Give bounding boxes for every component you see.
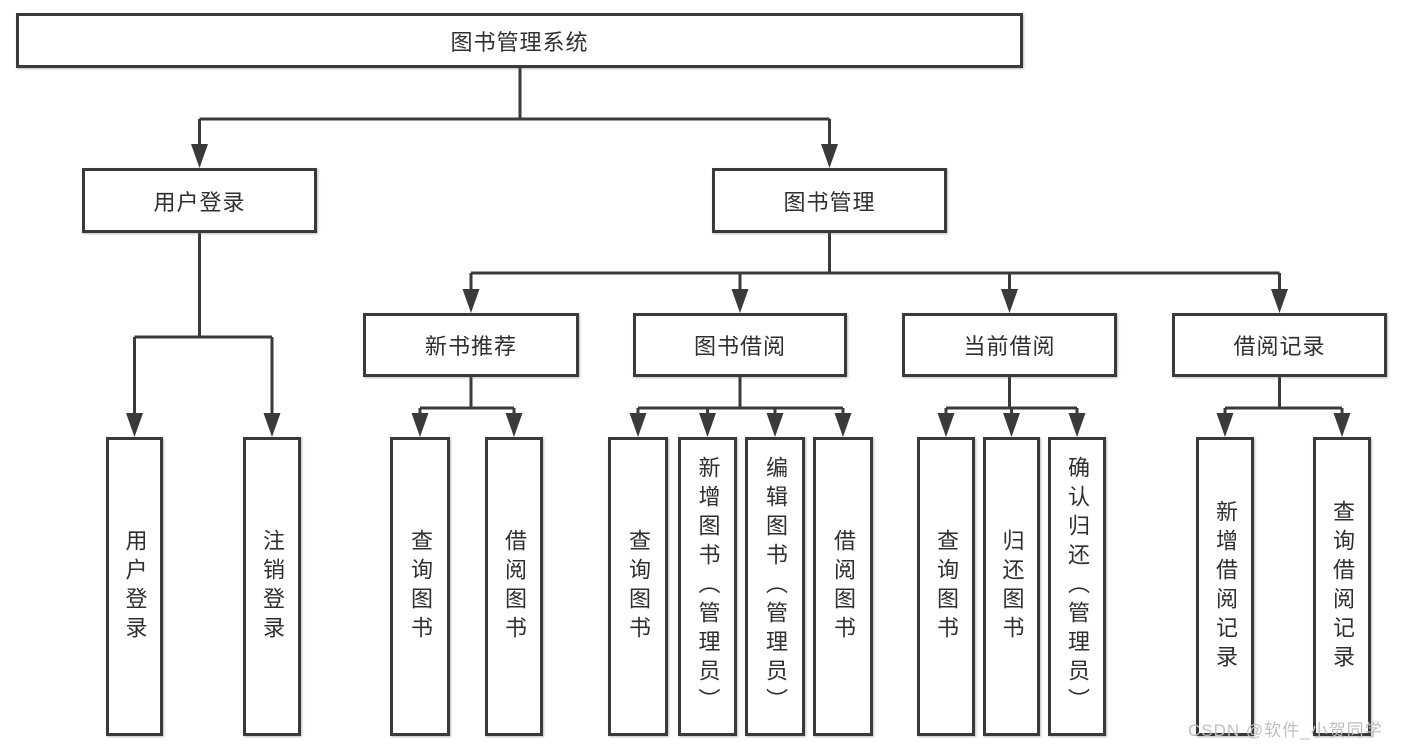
node-library-management-system: 图书管理系统	[16, 13, 1023, 68]
leaf-query-borrow-record: 查询借阅记录	[1313, 437, 1371, 736]
node-book-management: 图书管理	[712, 168, 947, 233]
leaf-edit-books-admin: 编辑图书（管理员）	[745, 437, 805, 736]
leaf-label: 编辑图书（管理员）	[763, 456, 788, 717]
leaf-label: 查询图书	[934, 528, 959, 645]
leaf-label: 借阅图书	[831, 528, 856, 645]
leaf-label: 新增借阅记录	[1213, 499, 1238, 674]
leaf-query-books-current: 查询图书	[917, 437, 975, 736]
leaf-user-login: 用户登录	[106, 437, 163, 736]
leaf-confirm-return-admin: 确认归还（管理员）	[1048, 437, 1106, 736]
leaf-label: 用户登录	[122, 528, 148, 645]
leaf-borrow-books-recommend: 借阅图书	[485, 437, 543, 736]
node-label: 图书管理系统	[450, 29, 589, 55]
node-current-borrowing: 当前借阅	[902, 313, 1117, 377]
leaf-label: 查询借阅记录	[1330, 499, 1355, 674]
leaf-label: 注销登录	[260, 528, 285, 645]
leaf-add-books-admin: 新增图书（管理员）	[678, 437, 737, 736]
leaf-label: 查询图书	[626, 528, 651, 645]
node-book-borrowing: 图书借阅	[633, 313, 847, 377]
leaf-label: 新增图书（管理员）	[695, 456, 721, 717]
leaf-query-books-recommend: 查询图书	[390, 437, 450, 736]
leaf-label: 归还图书	[999, 528, 1025, 645]
leaf-borrow-books: 借阅图书	[813, 437, 873, 736]
node-borrowing-records: 借阅记录	[1172, 313, 1387, 377]
tree-edges	[133, 68, 1344, 415]
node-label: 图书借阅	[693, 334, 786, 359]
node-label: 用户登录	[153, 189, 246, 215]
leaf-query-books-borrow: 查询图书	[608, 437, 668, 736]
leaf-label: 借阅图书	[502, 528, 527, 645]
leaf-label: 查询图书	[408, 528, 433, 645]
leaf-return-books: 归还图书	[983, 437, 1040, 736]
arrowheads	[126, 144, 1351, 437]
node-new-book-recommendation: 新书推荐	[363, 313, 579, 377]
node-label: 图书管理	[783, 189, 876, 215]
node-label: 当前借阅	[963, 334, 1056, 359]
node-label: 新书推荐	[424, 334, 517, 359]
leaf-label: 确认归还（管理员）	[1065, 456, 1090, 717]
node-user-login: 用户登录	[82, 168, 317, 233]
node-label: 借阅记录	[1233, 334, 1326, 359]
csdn-watermark: CSDN @软件_小贺同学	[1188, 721, 1383, 740]
leaf-add-borrow-record: 新增借阅记录	[1196, 437, 1254, 736]
leaf-logout: 注销登录	[243, 437, 301, 736]
